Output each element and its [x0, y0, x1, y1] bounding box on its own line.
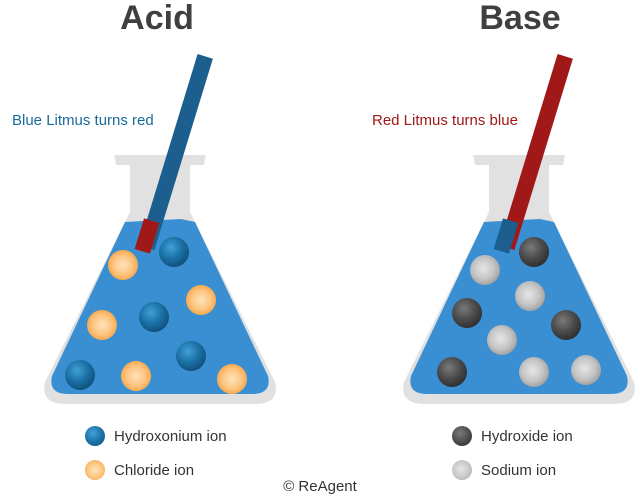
hydroxonium-ion	[159, 237, 189, 267]
legend-label: Sodium ion	[481, 461, 557, 479]
base-title: Base	[479, 0, 561, 37]
sodium-ion	[571, 355, 601, 385]
legend-label: Hydroxonium ion	[114, 427, 227, 445]
legend-sodium-ion: Sodium ion	[452, 459, 556, 481]
base-litmus-caption: Red Litmus turns blue	[372, 112, 518, 129]
sodium-ion	[470, 255, 500, 285]
copyright-notice: © ReAgent	[283, 478, 357, 495]
legend-label: Chloride ion	[114, 461, 195, 479]
chloride-ion	[186, 285, 216, 315]
hydroxonium-ion	[65, 360, 95, 390]
chloride-ion	[217, 364, 247, 394]
sodium-ion	[515, 281, 545, 311]
hydroxonium-ion	[176, 341, 206, 371]
acid-ions	[65, 237, 247, 394]
hydroxide-ion	[519, 237, 549, 267]
hydroxide-ion	[551, 310, 581, 340]
base-flask	[403, 54, 635, 404]
red-litmus-paper	[499, 54, 573, 250]
hydroxonium-ion	[139, 302, 169, 332]
legend-hydroxide-ion: Hydroxide ion	[452, 425, 573, 447]
base-flask-liquid	[410, 219, 628, 394]
acid-title: Acid	[120, 0, 194, 37]
chloride-ion-icon	[85, 460, 105, 480]
hydroxonium-ion-icon	[85, 426, 105, 446]
sodium-ion	[487, 325, 517, 355]
legend-label: Hydroxide ion	[481, 427, 573, 445]
sodium-ion	[519, 357, 549, 387]
blue-litmus-red-tip	[134, 218, 160, 254]
chloride-ion	[87, 310, 117, 340]
acid-litmus-caption: Blue Litmus turns red	[12, 112, 154, 129]
hydroxide-ion	[437, 357, 467, 387]
hydroxide-ion-icon	[452, 426, 472, 446]
legend-chloride-ion: Chloride ion	[85, 459, 194, 481]
legend-hydroxonium-ion: Hydroxonium ion	[85, 425, 227, 447]
blue-litmus-paper	[139, 54, 213, 250]
acid-flask	[44, 54, 276, 404]
red-litmus-blue-tip	[493, 218, 519, 254]
sodium-ion-icon	[452, 460, 472, 480]
chloride-ion	[108, 250, 138, 280]
base-ions	[437, 237, 601, 387]
chloride-ion	[121, 361, 151, 391]
hydroxide-ion	[452, 298, 482, 328]
